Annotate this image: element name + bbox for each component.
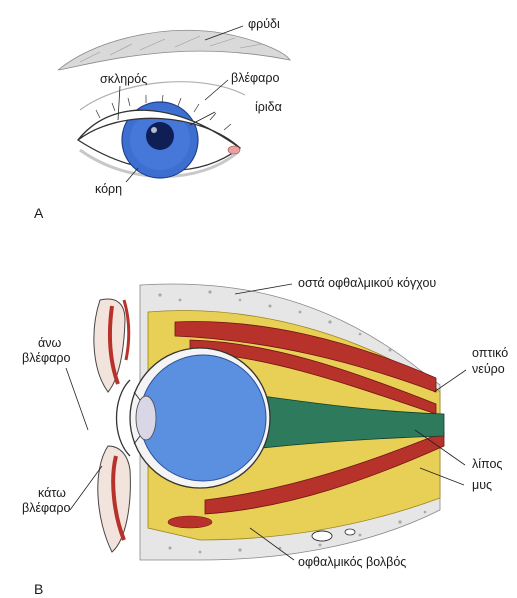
label-optic-nerve-line2: νεύρο xyxy=(472,362,505,376)
label-optic-nerve-line1: οπτικό xyxy=(472,346,508,360)
label-muscle: μυς xyxy=(472,478,492,492)
lens-shape xyxy=(136,396,156,440)
label-iris: ίριδα xyxy=(255,100,282,114)
eye-cross-section-illustration xyxy=(94,284,444,560)
label-lower-eyelid-line2: βλέφαρο xyxy=(22,501,70,515)
label-eyebrow: φρύδι xyxy=(248,17,280,31)
label-fat: λίπος xyxy=(472,457,502,471)
label-upper-eyelid-line2: βλέφαρο xyxy=(22,351,70,365)
label-orbit-bones: οστά οφθαλμικού κόγχου xyxy=(298,276,436,290)
panel-label-a: A xyxy=(34,205,44,221)
pupil-shape xyxy=(146,122,174,150)
vitreous-shape xyxy=(140,355,266,481)
label-pupil: κόρη xyxy=(95,182,122,196)
label-lower-eyelid-line1: κάτω xyxy=(38,486,66,500)
eyebrow-shape xyxy=(58,30,290,70)
label-eyelid: βλέφαρο xyxy=(231,71,279,85)
label-eyeball: οφθαλμικός βολβός xyxy=(298,555,406,569)
label-upper-eyelid-line1: άνω xyxy=(38,336,61,350)
label-sclera: σκληρός xyxy=(100,72,147,86)
panel-label-b: B xyxy=(34,581,43,597)
